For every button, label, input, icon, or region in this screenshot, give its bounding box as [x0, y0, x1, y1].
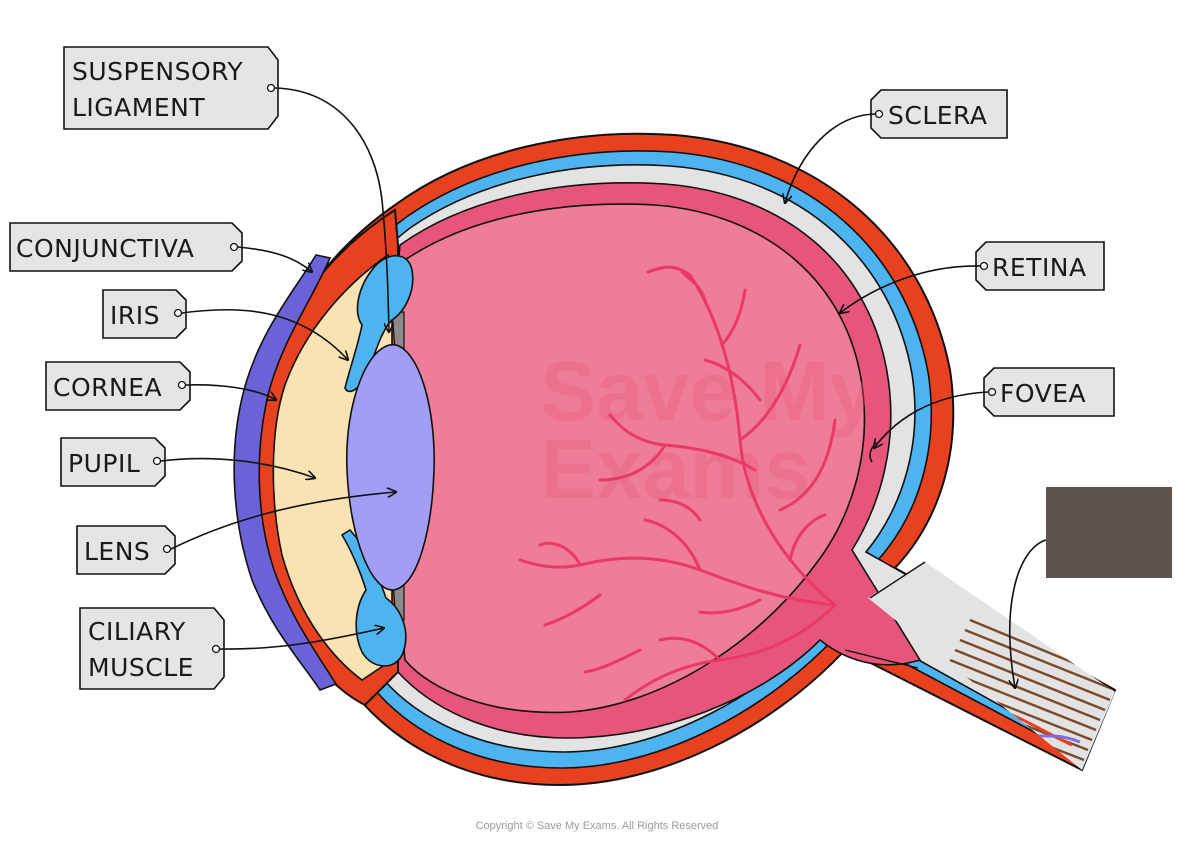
- sclera-label: SCLERA: [888, 101, 988, 130]
- arrow-pupil: [160, 457, 315, 478]
- label-ciliary-muscle: CILIARY MUSCLE: [79, 607, 225, 690]
- cornea-label: CORNEA: [53, 373, 162, 402]
- lens: [346, 344, 435, 591]
- retina-label: RETINA: [992, 253, 1087, 282]
- arrow-lens: [170, 492, 396, 550]
- suspensory-label-line1: SUSPENSORY: [72, 57, 243, 86]
- arrow-conjunctiva: [237, 246, 312, 272]
- arrow-cornea: [185, 384, 276, 400]
- arrow-suspensory: [274, 87, 389, 332]
- arrow-iris: [181, 308, 348, 360]
- label-suspensory-ligament: SUSPENSORY LIGAMENT: [63, 46, 279, 130]
- ciliary-label-line2: MUSCLE: [88, 653, 194, 682]
- suspensory-label-line2: LIGAMENT: [72, 93, 205, 122]
- pupil-label: PUPIL: [68, 449, 140, 478]
- label-fovea: FOVEA: [983, 367, 1115, 417]
- arrow-fovea: [874, 391, 989, 448]
- lens-label: LENS: [84, 537, 150, 566]
- label-cornea: CORNEA: [45, 361, 191, 411]
- arrow-retina: [840, 265, 981, 313]
- label-sclera: SCLERA: [870, 89, 1008, 139]
- redacted-label-box: [1046, 487, 1172, 578]
- arrow-redacted: [1010, 539, 1047, 688]
- label-lens: LENS: [76, 525, 176, 575]
- ciliary-label-line1: CILIARY: [88, 617, 186, 646]
- leader-arrows: [160, 87, 1047, 688]
- label-retina: RETINA: [975, 241, 1105, 291]
- copyright-text: Copyright © Save My Exams. All Rights Re…: [475, 820, 719, 832]
- arrow-ciliary: [219, 628, 384, 650]
- label-iris: IRIS: [102, 289, 187, 339]
- arrow-sclera: [785, 113, 876, 203]
- iris-label: IRIS: [110, 301, 160, 330]
- conjunctiva-label: CONJUNCTIVA: [16, 234, 194, 263]
- watermark-line2: Exams: [540, 422, 811, 516]
- label-pupil: PUPIL: [60, 437, 166, 487]
- nerve-outline: [844, 561, 926, 669]
- label-conjunctiva: CONJUNCTIVA: [9, 222, 243, 272]
- blood-vessels: [518, 265, 837, 702]
- fovea-label: FOVEA: [1000, 379, 1086, 408]
